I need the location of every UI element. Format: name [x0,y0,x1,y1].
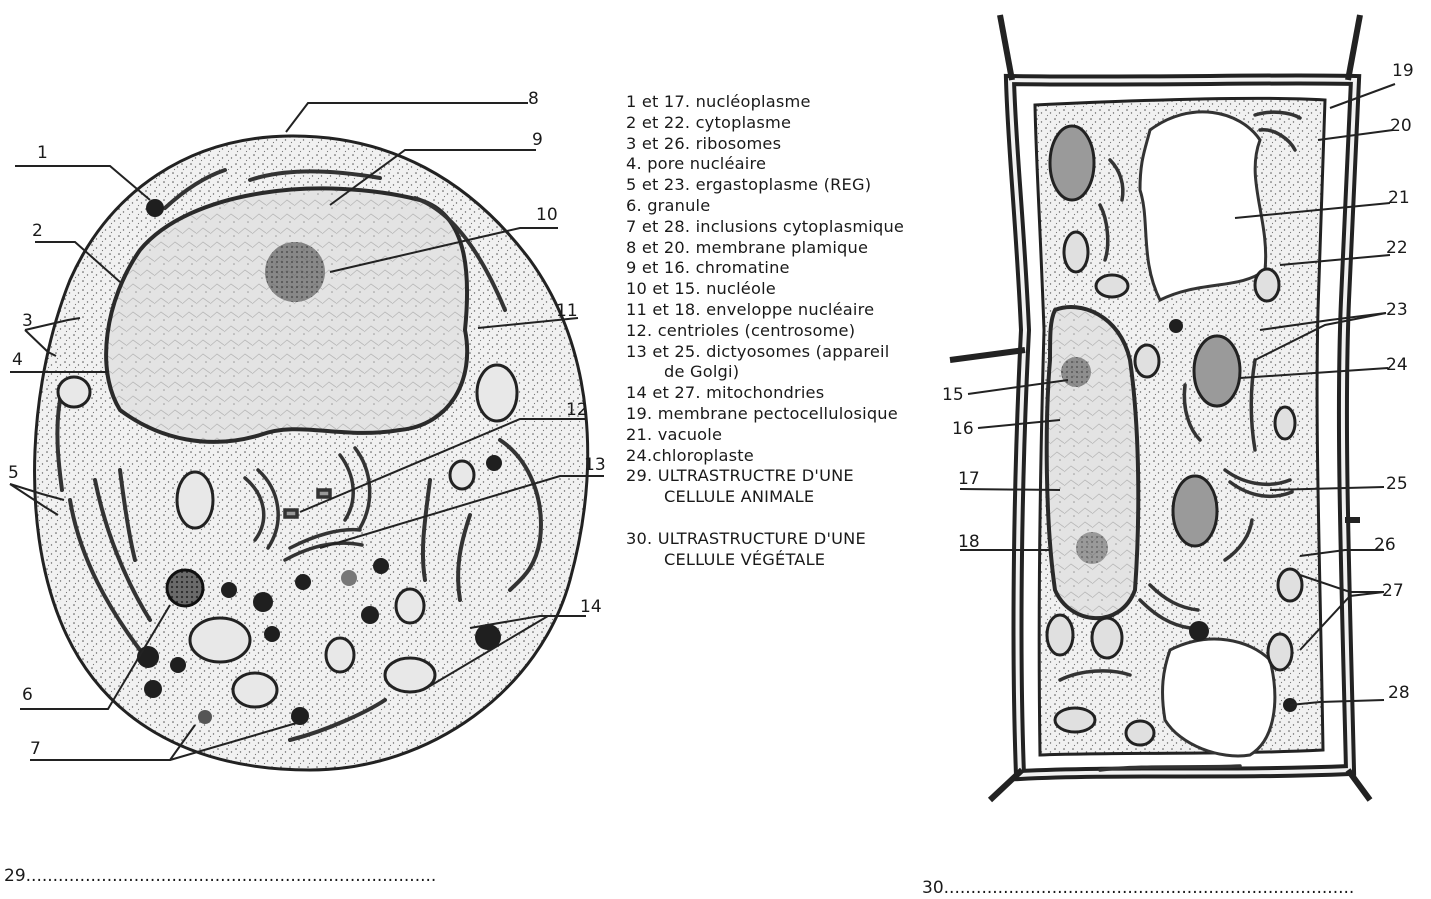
answer-line-30: 30......................................… [922,878,1354,898]
legend-item-4: 4. pore nucléaire [626,154,904,175]
vacuole-upper [1140,112,1266,300]
label-10: 10 [536,205,558,225]
legend-item-6: 6. granule [626,196,904,217]
legend-item-3: 3 et 26. ribosomes [626,134,904,155]
legend-item-11: 11 et 18. enveloppe nucléaire [626,300,904,321]
label-26: 26 [1374,535,1396,555]
label-23: 23 [1386,300,1408,320]
label-8: 8 [528,89,539,109]
plant-nucleus [1047,307,1139,618]
nucleolus [265,242,325,302]
label-2: 2 [32,221,43,241]
plant-nucleolus-2 [1076,532,1108,564]
legend-item-24: 24.chloroplaste [626,446,904,467]
legend-item-29-cont: CELLULE ANIMALE [626,487,904,508]
legend-item-21: 21. vacuole [626,425,904,446]
label-25: 25 [1386,474,1408,494]
legend-item-10: 10 et 15. nucléole [626,279,904,300]
legend: 1 et 17. nucléoplasme 2 et 22. cytoplasm… [626,92,904,571]
label-13: 13 [584,455,606,475]
label-15: 15 [942,385,964,405]
label-9: 9 [532,130,543,150]
legend-item-30: 30. ULTRASTRUCTURE D'UNE [626,529,904,550]
legend-item-9: 9 et 16. chromatine [626,258,904,279]
label-17: 17 [958,469,980,489]
label-6: 6 [22,685,33,705]
label-28: 28 [1388,683,1410,703]
label-21: 21 [1388,188,1410,208]
legend-spacer [626,508,904,529]
label-4: 4 [12,350,23,370]
label-14: 14 [580,597,602,617]
label-18: 18 [958,532,980,552]
label-20: 20 [1390,116,1412,136]
label-11: 11 [556,301,578,321]
legend-item-2: 2 et 22. cytoplasme [626,113,904,134]
legend-item-1: 1 et 17. nucléoplasme [626,92,904,113]
plant-cell: 15 16 17 18 19 20 21 22 23 24 25 26 27 2… [942,15,1414,800]
legend-item-13-cont: de Golgi) [626,362,904,383]
label-22: 22 [1386,238,1408,258]
legend-item-12: 12. centrioles (centrosome) [626,321,904,342]
legend-item-8: 8 et 20. membrane plamique [626,238,904,259]
label-12: 12 [566,400,588,420]
legend-item-13: 13 et 25. dictyosomes (appareil [626,342,904,363]
label-7: 7 [30,739,41,759]
answer-line-29: 29......................................… [4,866,436,886]
label-3: 3 [22,311,33,331]
legend-item-14: 14 et 27. mitochondries [626,383,904,404]
plant-nucleolus [1061,357,1091,387]
label-19: 19 [1392,61,1414,81]
label-24: 24 [1386,355,1408,375]
legend-item-19: 19. membrane pectocellulosique [626,404,904,425]
label-27: 27 [1382,581,1404,601]
animal-cell: 1 2 3 4 5 6 7 8 9 10 11 12 13 14 [8,89,606,770]
legend-item-5: 5 et 23. ergastoplasme (REG) [626,175,904,196]
legend-item-30-cont: CELLULE VÉGÉTALE [626,550,904,571]
label-1: 1 [37,143,48,163]
label-5: 5 [8,463,19,483]
label-16: 16 [952,419,974,439]
legend-item-29: 29. ULTRASTRUCTRE D'UNE [626,466,904,487]
legend-item-7: 7 et 28. inclusions cytoplasmique [626,217,904,238]
